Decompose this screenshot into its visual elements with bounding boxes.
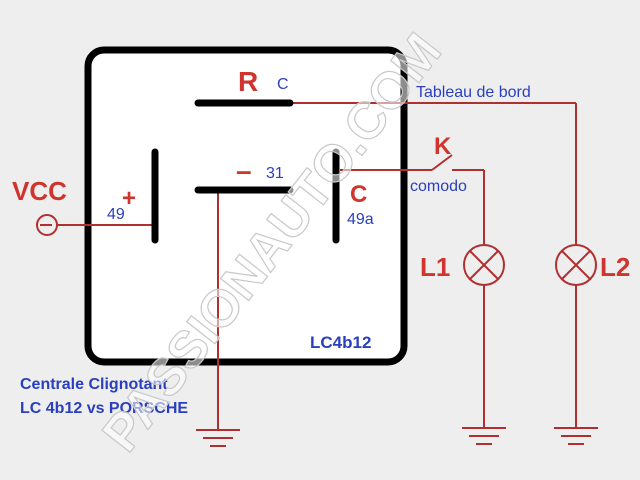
pin-c-letter: C — [350, 181, 367, 208]
pin-plus-code: 49 — [107, 206, 125, 223]
ground-icon-l2 — [554, 427, 598, 445]
caption-line-2: LC 4b12 vs PORSCHE — [20, 400, 188, 417]
vcc-label: VCC — [12, 176, 67, 206]
pin-plus-symbol: + — [122, 185, 136, 212]
switch-k-letter: K — [434, 133, 452, 160]
ground-icon-31 — [196, 429, 240, 447]
switch-label: comodo — [410, 178, 467, 195]
lamp-l2-icon — [555, 244, 597, 286]
pin-slot-top — [225, 118, 277, 148]
pin-r-code: C — [277, 76, 289, 93]
lamp-l1-icon — [463, 244, 505, 286]
pin-slot-right — [312, 248, 372, 292]
caption-line-1: Centrale Clignotant — [20, 376, 168, 393]
switch-blade — [431, 154, 453, 171]
lamp-l2-label: L2 — [600, 252, 630, 282]
pin-minus-code: 31 — [266, 165, 284, 182]
dashboard-label: Tableau de bord — [416, 84, 531, 101]
relay-model-label: LC4b12 — [310, 333, 371, 352]
wires — [58, 102, 577, 430]
lamp-l1-label: L1 — [420, 252, 450, 282]
vcc-terminal-icon — [36, 214, 58, 236]
pin-r-letter: R — [238, 66, 258, 97]
pin-minus-symbol: – — [236, 155, 252, 186]
ground-icon-l1 — [462, 427, 506, 445]
pin-c-code: 49a — [347, 211, 374, 228]
pin-slot-left — [130, 247, 180, 281]
pin-slot-middle — [232, 205, 284, 239]
